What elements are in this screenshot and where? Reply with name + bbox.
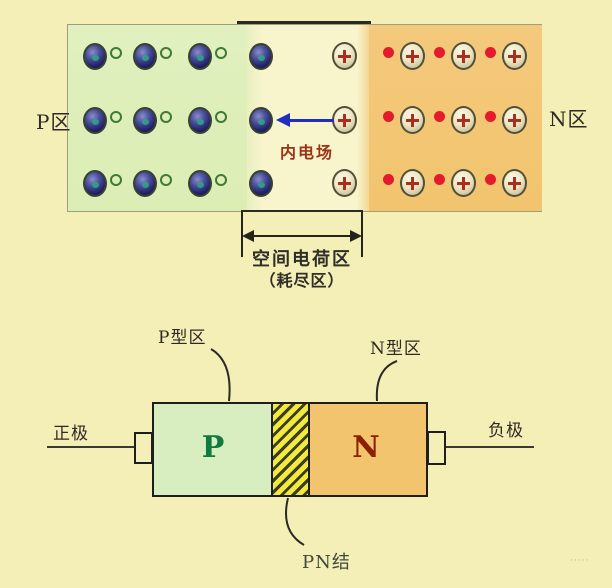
electron-sphere [133, 42, 157, 70]
electron-sphere [133, 169, 157, 197]
free-electron-dot [433, 110, 445, 122]
watermark-dots: ····· [570, 556, 590, 566]
n-region-label: N区 [549, 107, 589, 131]
free-electron-dot [382, 173, 394, 185]
hole-circle [215, 174, 227, 186]
free-electron-dot [484, 46, 496, 58]
hole-circle [160, 174, 172, 186]
n-box-letter: N [352, 430, 380, 465]
electron-highlight [142, 54, 149, 61]
free-electron-dot [433, 173, 445, 185]
span-arrow-left-head-icon [242, 230, 254, 242]
internal-field-arrow-head-icon [276, 113, 290, 127]
electron-sphere [188, 106, 212, 134]
electron-highlight [197, 54, 204, 61]
n-type-region-label: N型区 [370, 339, 422, 359]
hole-circle [160, 47, 172, 59]
hole-circle [160, 111, 172, 123]
electron-highlight [197, 181, 204, 188]
electron-sphere [133, 106, 157, 134]
pn-junction-label: PN结 [302, 552, 351, 573]
plus-sign-icon [461, 177, 465, 190]
anode-terminal-tab [134, 432, 153, 464]
plus-sign-icon [512, 50, 516, 63]
electron-highlight [142, 118, 149, 125]
donor-ion-sphere [501, 42, 527, 70]
span-marker-right-bar [361, 212, 363, 257]
free-electron-dot [382, 46, 394, 58]
depletion-region-label: （耗尽区） [259, 271, 345, 290]
plus-sign-icon [410, 50, 414, 63]
cathode-label: 负极 [488, 421, 524, 441]
span-arrow-line [250, 235, 354, 237]
hole-circle [110, 47, 122, 59]
electron-highlight [258, 118, 265, 125]
n-type-box [308, 402, 428, 497]
internal-field-label: 内电场 [279, 143, 334, 162]
donor-ion-sphere [399, 106, 425, 134]
p-type-region-label: P型区 [158, 328, 207, 348]
span-arrow-right-head-icon [350, 230, 362, 242]
hole-circle [215, 111, 227, 123]
electron-highlight [92, 181, 99, 188]
electron-highlight [92, 118, 99, 125]
free-electron-dot [433, 46, 445, 58]
plus-sign-icon [461, 114, 465, 127]
electron-sphere [188, 169, 212, 197]
electron-highlight [92, 54, 99, 61]
donor-ion-sphere [450, 106, 476, 134]
plus-sign-icon [461, 50, 465, 63]
free-electron-dot [382, 110, 394, 122]
depletion-electron-sphere [249, 42, 273, 70]
plus-sign-icon [512, 114, 516, 127]
free-electron-dot [484, 110, 496, 122]
donor-ion-sphere [501, 106, 527, 134]
donor-ion-sphere [450, 42, 476, 70]
electron-highlight [197, 118, 204, 125]
pn-junction-hatch-box [271, 402, 310, 497]
depletion-donor-ion [331, 106, 357, 134]
free-electron-dot [484, 173, 496, 185]
plus-sign-icon [342, 114, 346, 127]
anode-wire [47, 446, 136, 448]
donor-ion-sphere [450, 169, 476, 197]
plus-sign-icon [410, 177, 414, 190]
plus-sign-icon [342, 50, 346, 63]
plus-sign-icon [512, 177, 516, 190]
depletion-electron-sphere [249, 106, 273, 134]
depletion-donor-ion [331, 42, 357, 70]
electron-highlight [258, 181, 265, 188]
internal-field-arrow-line [288, 119, 334, 122]
space-charge-region-label: 空间电荷区 [252, 249, 352, 270]
cathode-terminal-tab [427, 431, 446, 465]
depletion-electron-sphere [249, 169, 273, 197]
hole-circle [110, 174, 122, 186]
electron-highlight [258, 54, 265, 61]
electron-highlight [142, 181, 149, 188]
plus-sign-icon [410, 114, 414, 127]
hole-circle [215, 47, 227, 59]
electron-sphere [83, 169, 107, 197]
cathode-wire [444, 446, 534, 448]
donor-ion-sphere [501, 169, 527, 197]
anode-label: 正极 [53, 424, 89, 444]
p-box-letter: P [201, 430, 225, 465]
electron-sphere [83, 106, 107, 134]
depletion-donor-ion [331, 169, 357, 197]
donor-ion-sphere [399, 42, 425, 70]
depletion-top-edge-line [237, 21, 371, 24]
plus-sign-icon [342, 177, 346, 190]
depletion-bottom-edge-line [241, 210, 363, 212]
donor-ion-sphere [399, 169, 425, 197]
hole-circle [110, 111, 122, 123]
electron-sphere [83, 42, 107, 70]
p-region-label: P区 [36, 110, 72, 134]
p-type-box [152, 402, 273, 497]
electron-sphere [188, 42, 212, 70]
